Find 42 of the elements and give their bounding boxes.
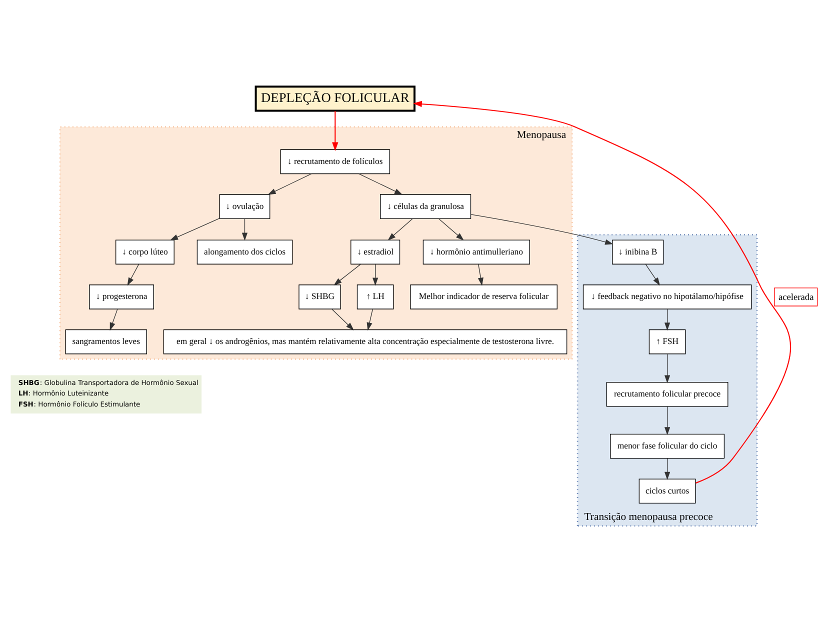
arrow: [110, 308, 118, 330]
arrow: [470, 214, 614, 244]
node-box: ↓ progesterona: [89, 284, 154, 309]
node-box: ↓ corpo lúteo: [116, 239, 174, 264]
node-box: ↓ recrutamento de folículos: [280, 148, 390, 174]
node-box: Melhor indicador de reserva folicular: [410, 284, 558, 309]
node-box: ↓ feedback negativo no hipotálamo/hipófise: [582, 284, 752, 309]
node-box: ↓ ovulação: [219, 194, 270, 218]
arrow: [332, 110, 338, 151]
node-box: sangramentos leves: [65, 328, 147, 354]
node-box: ↓ estradiol: [350, 239, 400, 264]
arrow: [664, 308, 670, 330]
arrow: [664, 458, 670, 480]
arrow: [478, 263, 484, 286]
node-box: ↑ FSH: [648, 328, 686, 354]
node-box: ↓ hormônio antimulleriano: [422, 239, 530, 264]
arrow: [645, 263, 660, 286]
arrow: [366, 308, 374, 330]
arrow: [127, 263, 140, 286]
edge-label: acelerada: [778, 292, 814, 302]
arrow: [413, 100, 791, 484]
arrow: [268, 172, 312, 194]
arrow: [358, 172, 403, 194]
node-box: ↓ SHBG: [298, 284, 341, 309]
arrow: [334, 263, 362, 285]
node-box: ciclos curtos: [638, 478, 696, 504]
node-box: em geral ↓ os androgênios, mas mantém relativamente alta concentração especialmente de testosterona livre.: [163, 328, 568, 354]
arrow: [331, 308, 354, 330]
arrow: [438, 218, 464, 240]
arrow: [242, 218, 248, 240]
node-box: ↓ inibina B: [612, 239, 664, 264]
arrow: [388, 218, 413, 240]
arrow: [170, 218, 220, 240]
arrow: [372, 263, 378, 286]
node-box: recrutamento folicular precoce: [606, 382, 728, 406]
node-box: alongamento dos ciclos: [196, 239, 293, 264]
arrow: [664, 353, 670, 383]
node-box: ↓ células da granulosa: [380, 194, 472, 218]
node-box: ↑ LH: [356, 284, 394, 309]
node-box: DEPLEÇÃO FOLICULAR: [254, 85, 416, 112]
node-box: menor fase folicular do ciclo: [610, 433, 725, 458]
arrow: [664, 406, 670, 435]
